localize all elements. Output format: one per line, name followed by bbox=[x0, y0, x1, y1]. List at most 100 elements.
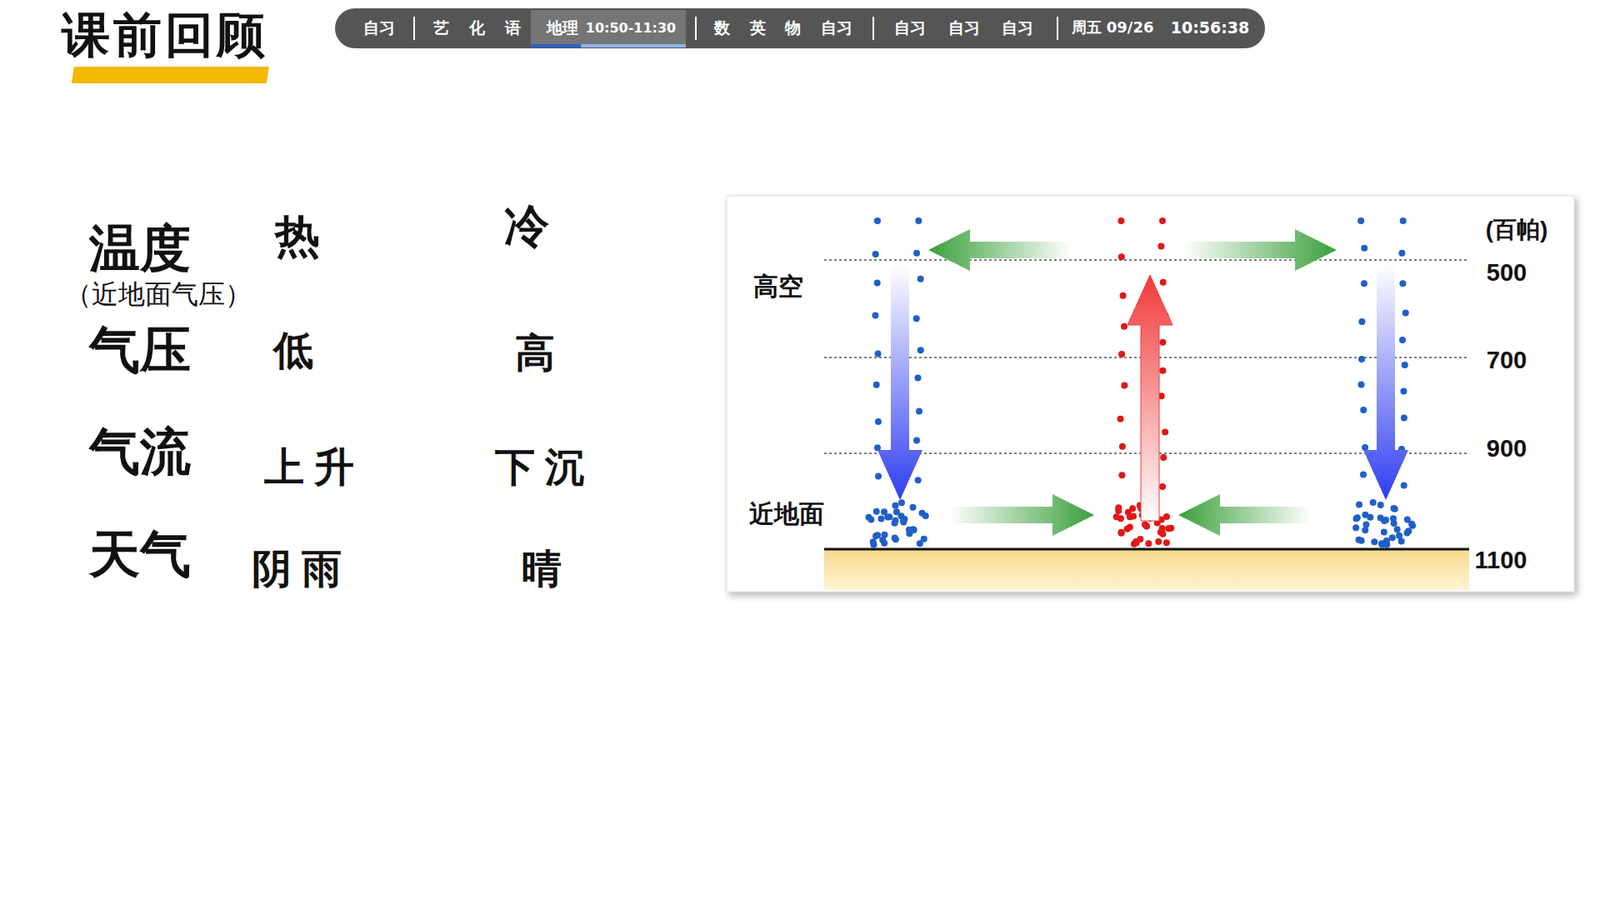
slide-title: 课前回顾 bbox=[61, 9, 269, 63]
table-value: 下沉 bbox=[495, 445, 595, 490]
air-particle bbox=[1353, 515, 1360, 522]
air-particle bbox=[1352, 524, 1360, 531]
schedule-item: 化 bbox=[469, 19, 485, 37]
horizontal-flow-arrow bbox=[949, 494, 1095, 536]
air-particle bbox=[1358, 318, 1365, 325]
air-particle bbox=[1361, 511, 1369, 519]
air-particle bbox=[1400, 415, 1408, 422]
table-value: 阴雨 bbox=[251, 546, 352, 591]
rising-arrow bbox=[1127, 275, 1173, 521]
schedule-item: 语 bbox=[505, 19, 521, 37]
schedule-item: 物 bbox=[785, 19, 801, 37]
air-particle bbox=[1399, 280, 1406, 287]
altitude-label: 近地面 bbox=[749, 500, 825, 528]
air-particle bbox=[1119, 443, 1126, 450]
air-particle bbox=[1360, 245, 1368, 252]
pressure-value: 700 bbox=[1486, 347, 1527, 375]
row-heading: 温度 bbox=[89, 220, 191, 276]
sinking-arrow bbox=[1363, 265, 1409, 500]
air-particle bbox=[915, 217, 922, 225]
air-particle bbox=[1161, 428, 1169, 435]
air-particle bbox=[1157, 242, 1165, 250]
air-particle bbox=[1115, 504, 1122, 511]
air-particle bbox=[1399, 336, 1406, 344]
pressure-value: 500 bbox=[1486, 260, 1527, 287]
horizontal-flow-arrow bbox=[928, 229, 1072, 271]
air-particle bbox=[1400, 482, 1408, 490]
air-particles bbox=[865, 217, 1417, 549]
air-particle bbox=[1125, 509, 1132, 516]
separator bbox=[872, 16, 875, 40]
air-particle bbox=[1357, 217, 1365, 225]
air-particle bbox=[913, 250, 920, 257]
horizontal-flow-arrow bbox=[1183, 229, 1337, 271]
schedule-item: 自习 bbox=[820, 19, 853, 37]
air-particle bbox=[1389, 534, 1396, 541]
air-particle bbox=[1362, 520, 1370, 528]
air-particle bbox=[1118, 471, 1125, 479]
air-particle bbox=[1145, 540, 1152, 547]
air-particle bbox=[1395, 532, 1403, 540]
air-particle bbox=[1402, 310, 1410, 317]
air-particle bbox=[1398, 538, 1405, 545]
air-particle bbox=[871, 312, 879, 320]
air-particle bbox=[1398, 250, 1405, 257]
air-particle bbox=[891, 517, 899, 525]
air-particle bbox=[1160, 454, 1167, 461]
air-particle bbox=[1117, 415, 1125, 423]
air-particle bbox=[1380, 529, 1388, 536]
air-particle bbox=[1361, 444, 1369, 451]
air-particle bbox=[1120, 292, 1127, 300]
separator bbox=[1056, 16, 1059, 40]
heading-note: （近地面气压） bbox=[65, 280, 252, 310]
air-particle bbox=[1391, 505, 1399, 513]
schedule-bar bbox=[335, 8, 1265, 49]
unit-label: (百帕) bbox=[1485, 217, 1549, 244]
air-particle bbox=[1163, 539, 1170, 546]
air-particle bbox=[1358, 537, 1365, 545]
air-particle bbox=[917, 275, 925, 283]
air-particle bbox=[1160, 279, 1167, 286]
air-particle bbox=[920, 535, 928, 543]
air-particle bbox=[870, 541, 877, 549]
separator bbox=[413, 16, 415, 40]
air-particle bbox=[1360, 280, 1368, 287]
air-particle bbox=[1118, 350, 1125, 358]
current-period bbox=[530, 10, 686, 47]
air-particle bbox=[1117, 529, 1125, 536]
schedule-item: 自习 bbox=[363, 19, 395, 37]
table-value: 高 bbox=[515, 330, 565, 375]
air-particle bbox=[1370, 499, 1377, 506]
air-particle bbox=[1118, 253, 1125, 260]
schedule-item: 数 bbox=[714, 19, 730, 37]
air-particle bbox=[1360, 471, 1367, 479]
air-particle bbox=[919, 510, 926, 517]
progress-done bbox=[530, 44, 581, 48]
air-particle bbox=[1370, 538, 1378, 545]
air-particle bbox=[1358, 355, 1365, 363]
table-value: 上升 bbox=[264, 445, 365, 490]
air-particle bbox=[1379, 541, 1386, 549]
air-particle bbox=[892, 535, 900, 543]
air-particle bbox=[900, 518, 907, 525]
air-particle bbox=[873, 508, 880, 515]
air-particle bbox=[1117, 217, 1125, 225]
air-particle bbox=[1404, 530, 1411, 537]
air-particle bbox=[1408, 520, 1415, 528]
table-value: 热 bbox=[275, 211, 332, 261]
air-particle bbox=[915, 375, 922, 382]
air-particle bbox=[1159, 367, 1166, 375]
air-particle bbox=[1136, 535, 1144, 543]
air-particle bbox=[1118, 530, 1125, 537]
air-particle bbox=[905, 530, 913, 537]
air-particle bbox=[865, 514, 873, 521]
row-heading: 天气 bbox=[89, 525, 191, 582]
air-particle bbox=[1400, 388, 1407, 395]
horizontal-flow-arrow bbox=[1178, 494, 1311, 536]
air-particle bbox=[1390, 515, 1397, 522]
air-particle bbox=[913, 436, 920, 444]
air-particle bbox=[1394, 525, 1401, 533]
separator bbox=[695, 16, 697, 40]
